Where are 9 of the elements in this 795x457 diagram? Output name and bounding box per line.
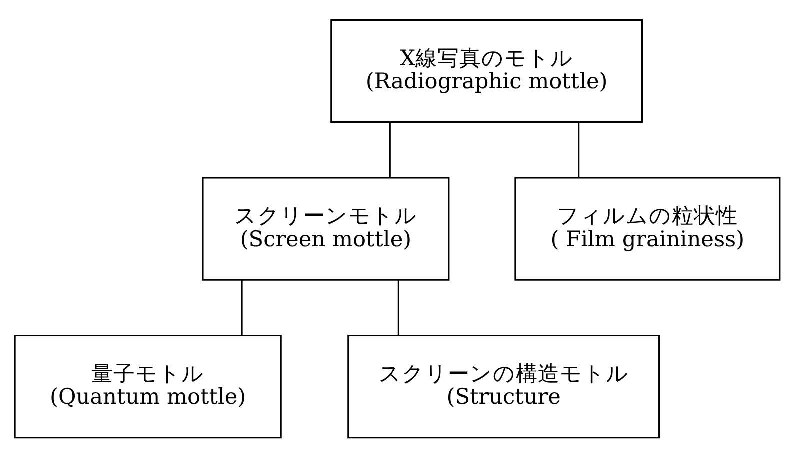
connector [398,280,400,335]
node-box: 量子モトル (Quantum mottle) [14,334,282,438]
connector [578,122,580,177]
node-box: X線写真のモトル (Radiographic mottle) [330,18,644,123]
node-box: スクリーンモトル (Screen mottle) [202,176,450,280]
node-box: スクリーンの構造モトル (Structure [348,334,660,438]
connector [241,280,243,335]
node-box: フィルムの粒状性 ( Film graininess) [514,176,781,280]
connector [389,122,391,177]
